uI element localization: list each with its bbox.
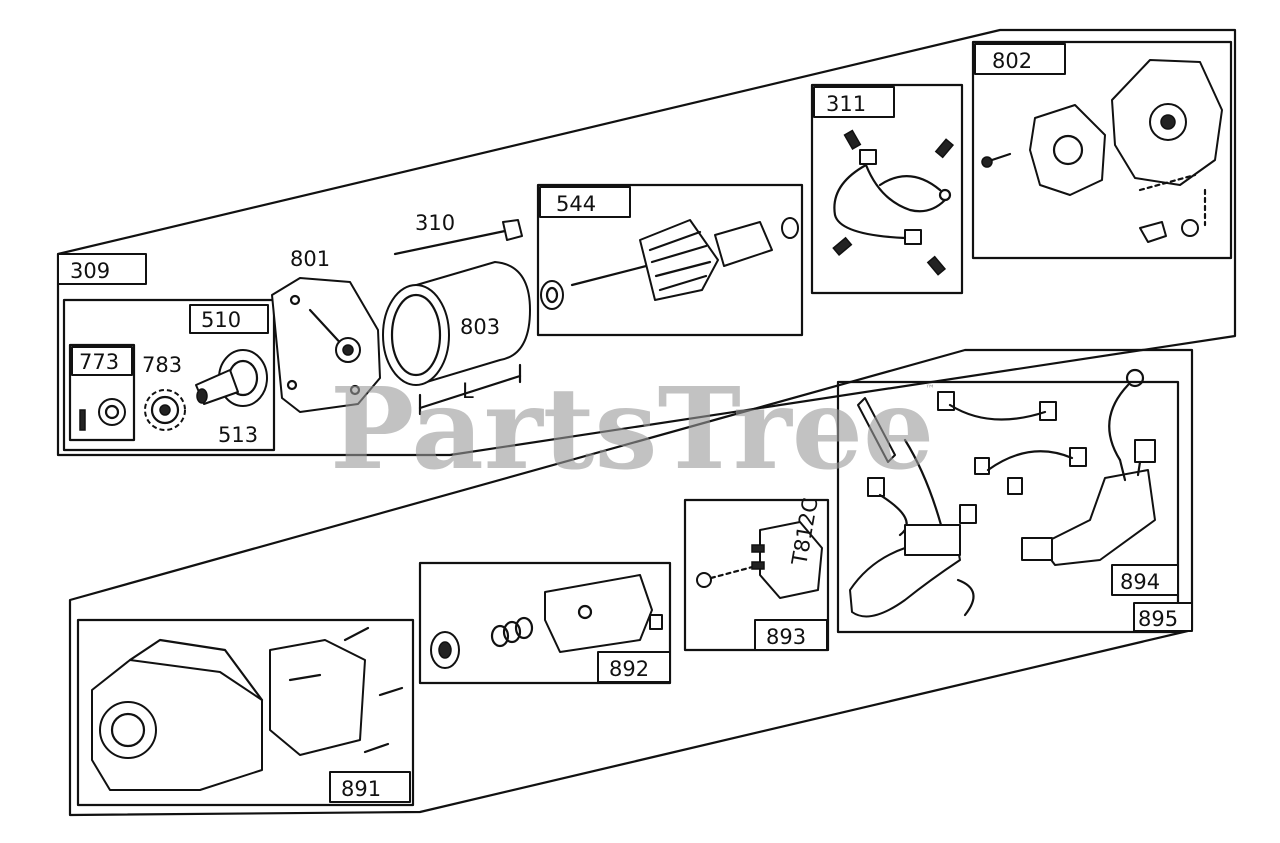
svg-text:895: 895: [1138, 607, 1178, 631]
callout-544[interactable]: 544: [539, 186, 631, 218]
group-panel-309: [56, 28, 1237, 457]
watermark: PartsTree ™: [330, 364, 935, 495]
panel-544: [536, 183, 804, 337]
callout-894[interactable]: 894: [1111, 564, 1179, 596]
svg-text:892: 892: [609, 657, 649, 681]
panel-802: [971, 40, 1233, 260]
panel-892: [418, 561, 672, 685]
callout-801[interactable]: 801: [290, 247, 330, 271]
panel-891: [76, 618, 415, 807]
svg-text:802: 802: [992, 49, 1032, 73]
svg-text:L: L: [462, 379, 474, 403]
svg-text:311: 311: [826, 92, 866, 116]
callout-803[interactable]: 803: [460, 315, 500, 339]
harness-895-part[interactable]: [849, 391, 1087, 618]
callout-893[interactable]: 893: [754, 619, 828, 651]
svg-text:PartsTree: PartsTree: [330, 364, 934, 495]
rectifier-892-part[interactable]: [430, 574, 663, 669]
brush-holder-802-part[interactable]: [981, 59, 1223, 243]
svg-text:773: 773: [79, 350, 119, 374]
callout-513[interactable]: 513: [218, 423, 258, 447]
svg-text:309: 309: [70, 259, 110, 283]
svg-text:894: 894: [1120, 570, 1160, 594]
bolt-310-part[interactable]: [393, 219, 523, 256]
svg-text:803: 803: [460, 315, 500, 339]
armature-544-part[interactable]: [540, 217, 799, 310]
panel-510: [62, 298, 276, 452]
pin-773-part[interactable]: [79, 398, 126, 431]
svg-text:510: 510: [201, 308, 241, 332]
housing-803-part[interactable]: [382, 261, 531, 386]
panel-773: [68, 343, 136, 442]
callout-892[interactable]: 892: [597, 651, 671, 683]
dimension-L: L: [418, 363, 522, 416]
panel-895-inner: [836, 380, 1180, 634]
solenoid-891-part[interactable]: [91, 626, 404, 791]
callout-773[interactable]: 773: [71, 346, 133, 376]
svg-text:513: 513: [218, 423, 258, 447]
callout-783[interactable]: 783: [142, 353, 182, 377]
svg-text:893: 893: [766, 625, 806, 649]
svg-text:783: 783: [142, 353, 182, 377]
callout-510[interactable]: 510: [189, 304, 269, 334]
callout-309[interactable]: 309: [57, 253, 147, 285]
callout-802[interactable]: 802: [974, 43, 1066, 75]
svg-text:801: 801: [290, 247, 330, 271]
brush-set-311-part[interactable]: [832, 129, 955, 276]
callout-311[interactable]: 311: [813, 86, 895, 118]
callout-895[interactable]: 895: [1133, 602, 1193, 632]
callout-310[interactable]: 310: [415, 211, 455, 235]
switch-893-part[interactable]: T812C: [696, 496, 823, 599]
svg-text:™: ™: [925, 384, 935, 395]
svg-text:544: 544: [556, 192, 596, 216]
callout-891[interactable]: 891: [329, 771, 411, 803]
drive-513-part[interactable]: [195, 349, 268, 407]
svg-text:310: 310: [415, 211, 455, 235]
coil-894-part[interactable]: [1021, 368, 1156, 566]
panel-311: [810, 83, 964, 295]
end-cap-801-part[interactable]: [271, 277, 381, 413]
svg-text:891: 891: [341, 777, 381, 801]
gear-783-part[interactable]: [144, 389, 186, 431]
